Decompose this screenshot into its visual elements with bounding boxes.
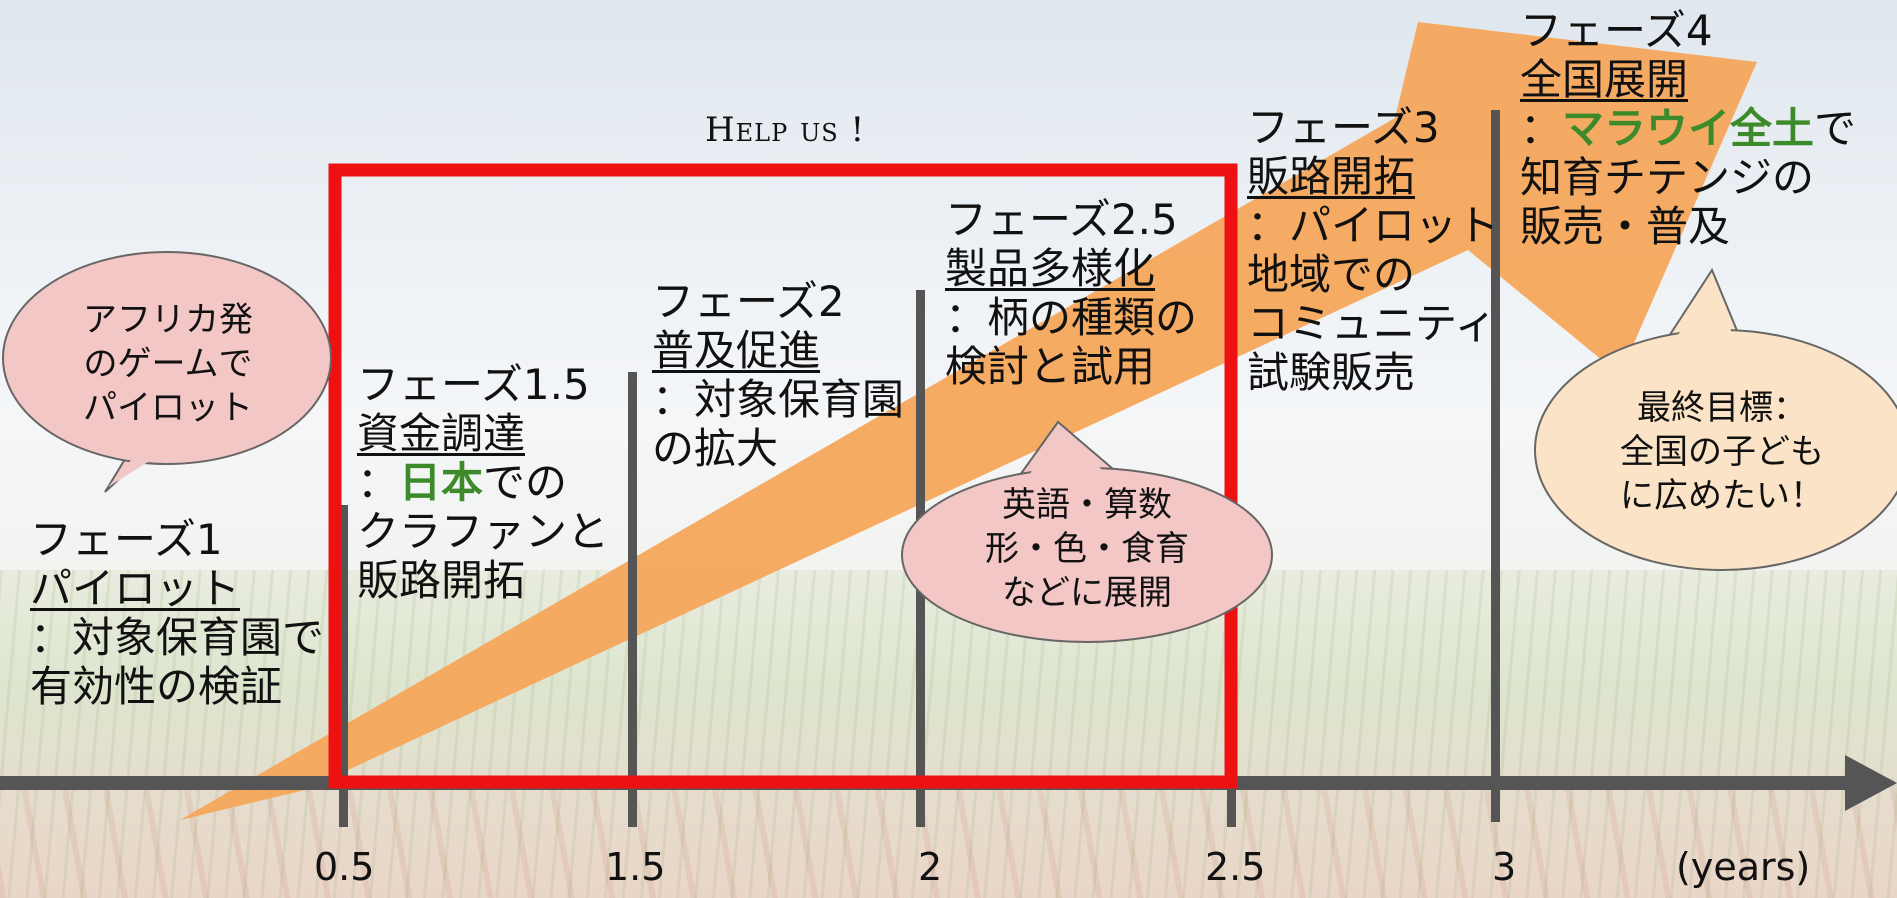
tick-1-5: 1.5 (605, 845, 666, 889)
tick-2: 2 (918, 845, 943, 889)
bubble-pilot-text: アフリカ発 のゲームで パイロット (52, 298, 284, 430)
phase-3: フェーズ3 販路開拓 ：パイロット 地域での コミュニティ 試験販売 (1247, 103, 1499, 397)
phase-4-desc-2: 販売・普及 (1520, 202, 1731, 251)
divider-0-5 (339, 505, 348, 827)
help-frame (328, 163, 1238, 789)
bubble-goal (1534, 267, 1897, 571)
bubble-pilot-line-2: のゲームで (83, 344, 253, 384)
phase-1-desc-1: ：対象保育園で (30, 613, 325, 662)
phase-4-subtitle: 全国展開 (1520, 55, 1689, 104)
phase-2-5-subtitle: 製品多様化 (945, 244, 1156, 293)
bubble-goal-line-2: 全国の子ども (1620, 432, 1824, 472)
farm-field (0, 570, 1897, 898)
bubble-goal-line-3: に広めたい！ (1620, 476, 1824, 516)
bubble-expand (901, 420, 1273, 643)
bubble-pilot (2, 251, 332, 493)
phase-1-5-subtitle: 資金調達 (357, 409, 526, 458)
phase-2-desc-2: の拡大 (652, 424, 779, 473)
phase-2-title: フェーズ2 (652, 277, 845, 326)
phase-4-desc-1: 知育チテンジの (1520, 153, 1815, 202)
divider-3 (1491, 110, 1500, 822)
phase-4: フェーズ4 全国展開 ：マラウイ全土で 知育チテンジの 販売・普及 (1520, 6, 1856, 251)
bubble-expand-text: 英語・算数 形・色・食育 などに展開 (947, 483, 1227, 615)
phase-4-title: フェーズ4 (1520, 6, 1713, 55)
timeline-arrowhead (1845, 755, 1897, 811)
bubble-expand-line-3: などに展開 (1002, 573, 1172, 613)
phase-3-subtitle: 販路開拓 (1247, 152, 1416, 201)
phase-2-5-desc-1: ：柄の種類の (945, 293, 1198, 342)
tick-2-5: 2.5 (1205, 845, 1266, 889)
phase-1-5-desc-1: クラファンと (357, 507, 610, 556)
bubble-expand-line-1: 英語・算数 (1002, 485, 1172, 525)
bubble-expand-line-2: 形・色・食育 (985, 529, 1189, 569)
bubble-goal-text: 最終目標： 全国の子ども に広めたい！ (1582, 386, 1862, 518)
phase-1-title: フェーズ1 (30, 515, 223, 564)
bubble-goal-line-1: 最終目標： (1637, 388, 1807, 428)
phase-3-desc-4: 試験販売 (1247, 348, 1416, 397)
bubble-pilot-line-3: パイロット (83, 388, 253, 428)
phase-4-desc-prefix: ： (1520, 104, 1563, 153)
phase-2-desc-1: ：対象保育園 (652, 375, 905, 424)
phase-3-title: フェーズ3 (1247, 103, 1440, 152)
phase-2-5-title: フェーズ2.5 (945, 195, 1178, 244)
phase-1-subtitle: パイロット (30, 564, 241, 613)
tick-0-5: 0.5 (314, 845, 375, 889)
phase-2: フェーズ2 普及促進 ：対象保育園 の拡大 (652, 277, 904, 473)
phase-1-5-desc-suffix: での (483, 458, 568, 507)
help-us-label: Help us ! (705, 110, 866, 150)
phase-4-desc-suffix: で (1814, 104, 1857, 153)
phase-2-5: フェーズ2.5 製品多様化 ：柄の種類の 検討と試用 (945, 195, 1197, 391)
phase-1-5-highlight: 日本 (399, 458, 484, 507)
phase-3-desc-1: ：パイロット (1247, 201, 1500, 250)
phase-1: フェーズ1 パイロット ：対象保育園で 有効性の検証 (30, 515, 324, 711)
axis-unit-label: (years) (1676, 845, 1811, 889)
phase-1-5-title: フェーズ1.5 (357, 360, 590, 409)
phase-1-desc-2: 有効性の検証 (30, 662, 283, 711)
phase-1-5-desc-2: 販路開拓 (357, 556, 526, 605)
divider-1-5 (628, 372, 637, 827)
phase-3-desc-2: 地域での (1247, 250, 1416, 299)
tick-3: 3 (1492, 845, 1517, 889)
phase-1-5: フェーズ1.5 資金調達 ：日本での クラファンと 販路開拓 (357, 360, 609, 605)
phase-3-desc-3: コミュニティ (1247, 299, 1497, 348)
phase-1-5-desc-prefix: ： (357, 458, 400, 507)
growth-arrow (180, 22, 1757, 820)
phase-4-highlight: マラウイ全土 (1562, 104, 1815, 153)
bubble-pilot-line-1: アフリカ発 (83, 300, 253, 340)
phase-2-subtitle: 普及促進 (652, 326, 821, 375)
phase-2-5-desc-2: 検討と試用 (945, 342, 1156, 391)
